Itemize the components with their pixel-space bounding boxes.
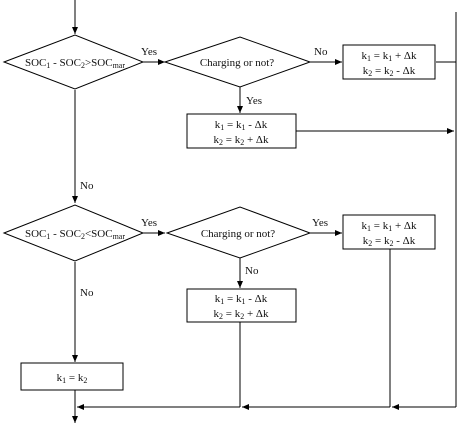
svg-text:Charging or not?: Charging or not? — [200, 57, 274, 69]
label-no-c1: No — [314, 46, 328, 58]
process-k-equal: k1 = k2 — [20, 362, 124, 391]
svg-text:Charging or not?: Charging or not? — [201, 228, 275, 240]
svg-text:k2 = k2 + Δk: k2 = k2 + Δk — [214, 134, 269, 147]
svg-text:k2 = k2 + Δk: k2 = k2 + Δk — [214, 308, 269, 321]
svg-text:k1 = k1 + Δk: k1 = k1 + Δk — [362, 50, 417, 63]
svg-text:SOC1 - SOC2>SOCmar: SOC1 - SOC2>SOCmar — [25, 57, 125, 70]
svg-text:k1 = k1 - Δk: k1 = k1 - Δk — [215, 119, 268, 132]
label-yes-d1: Yes — [141, 46, 157, 58]
decision-soc-greater: SOC1 - SOC2>SOCmar — [2, 34, 145, 90]
decision-charging-1: Charging or not? — [163, 36, 312, 88]
decision-soc-less: SOC1 - SOC2<SOCmar — [2, 204, 145, 262]
connectors — [72, 0, 457, 423]
svg-text:k2 = k2 - Δk: k2 = k2 - Δk — [363, 65, 416, 78]
label-yes-d2: Yes — [141, 217, 157, 229]
svg-text:k1 = k2: k1 = k2 — [57, 372, 88, 385]
label-no-c2: No — [245, 265, 259, 277]
process-k-decrease-1: k1 = k1 - Δk k2 = k2 + Δk — [186, 113, 297, 149]
svg-text:SOC1 - SOC2<SOCmar: SOC1 - SOC2<SOCmar — [25, 228, 125, 241]
process-k-increase-2: k1 = k1 + Δk k2 = k2 - Δk — [342, 214, 436, 250]
label-yes-c2: Yes — [312, 217, 328, 229]
svg-text:k1 = k1 + Δk: k1 = k1 + Δk — [362, 220, 417, 233]
label-no-d1: No — [80, 180, 94, 192]
process-k-decrease-2: k1 = k1 - Δk k2 = k2 + Δk — [186, 288, 297, 323]
svg-text:k1 = k1 - Δk: k1 = k1 - Δk — [215, 293, 268, 306]
label-no-d2: No — [80, 287, 94, 299]
process-k-increase-1: k1 = k1 + Δk k2 = k2 - Δk — [342, 44, 436, 80]
decision-charging-2: Charging or not? — [165, 206, 312, 259]
svg-text:k2 = k2 - Δk: k2 = k2 - Δk — [363, 235, 416, 248]
label-yes-c1: Yes — [246, 95, 262, 107]
